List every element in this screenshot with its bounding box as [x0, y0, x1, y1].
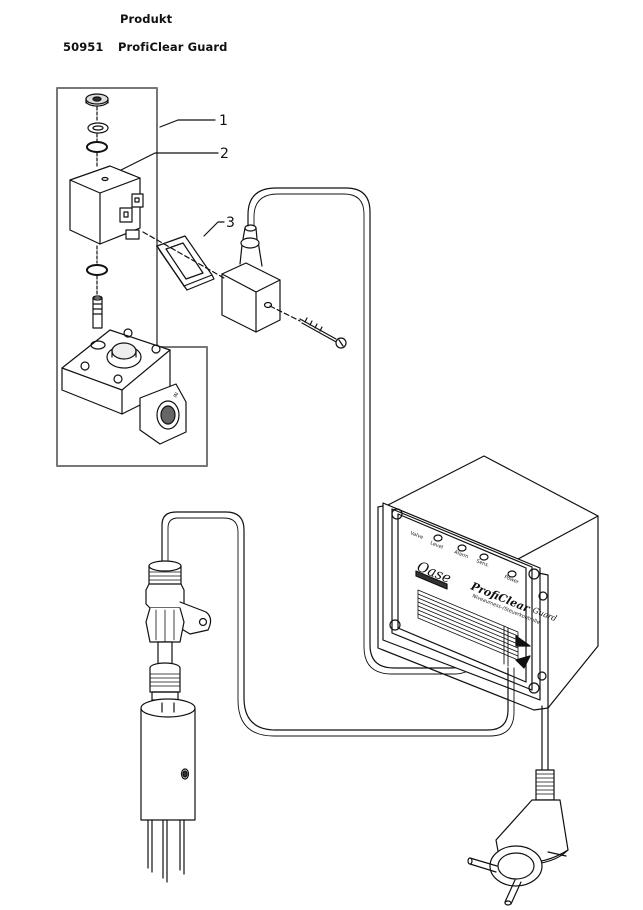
power-cable	[541, 705, 549, 771]
panel-label-valve: Valve	[409, 530, 424, 541]
controller-box	[377, 455, 599, 711]
solenoid-valve-assembly: IN	[61, 93, 187, 445]
panel-label-power: Power	[503, 574, 520, 586]
detail-frame	[56, 87, 208, 467]
svg-text:IN: IN	[173, 391, 181, 399]
callout-number-2: 2	[220, 146, 229, 162]
fixing-screw	[299, 317, 347, 349]
callout-leader-3	[203, 221, 225, 237]
product-name: ProfiClear Guard	[118, 40, 228, 54]
solenoid-coil	[69, 165, 141, 194]
article-number: 50951	[63, 40, 104, 54]
sensor-cable	[161, 511, 509, 731]
callout-leader-1	[159, 119, 216, 128]
gasket-seal	[156, 235, 215, 291]
mains-plug	[467, 769, 569, 906]
panel-label-sens: Sens.	[475, 558, 490, 569]
panel-label-alarm: Alarm	[453, 549, 469, 560]
callout-number-1: 1	[219, 113, 228, 129]
callout-number-3: 3	[226, 215, 235, 231]
callout-leader-2	[120, 152, 219, 171]
page-title: Produkt	[120, 12, 173, 26]
panel-label-level: Level	[429, 540, 443, 551]
level-sensor	[140, 560, 212, 883]
plug-connector	[221, 224, 281, 333]
